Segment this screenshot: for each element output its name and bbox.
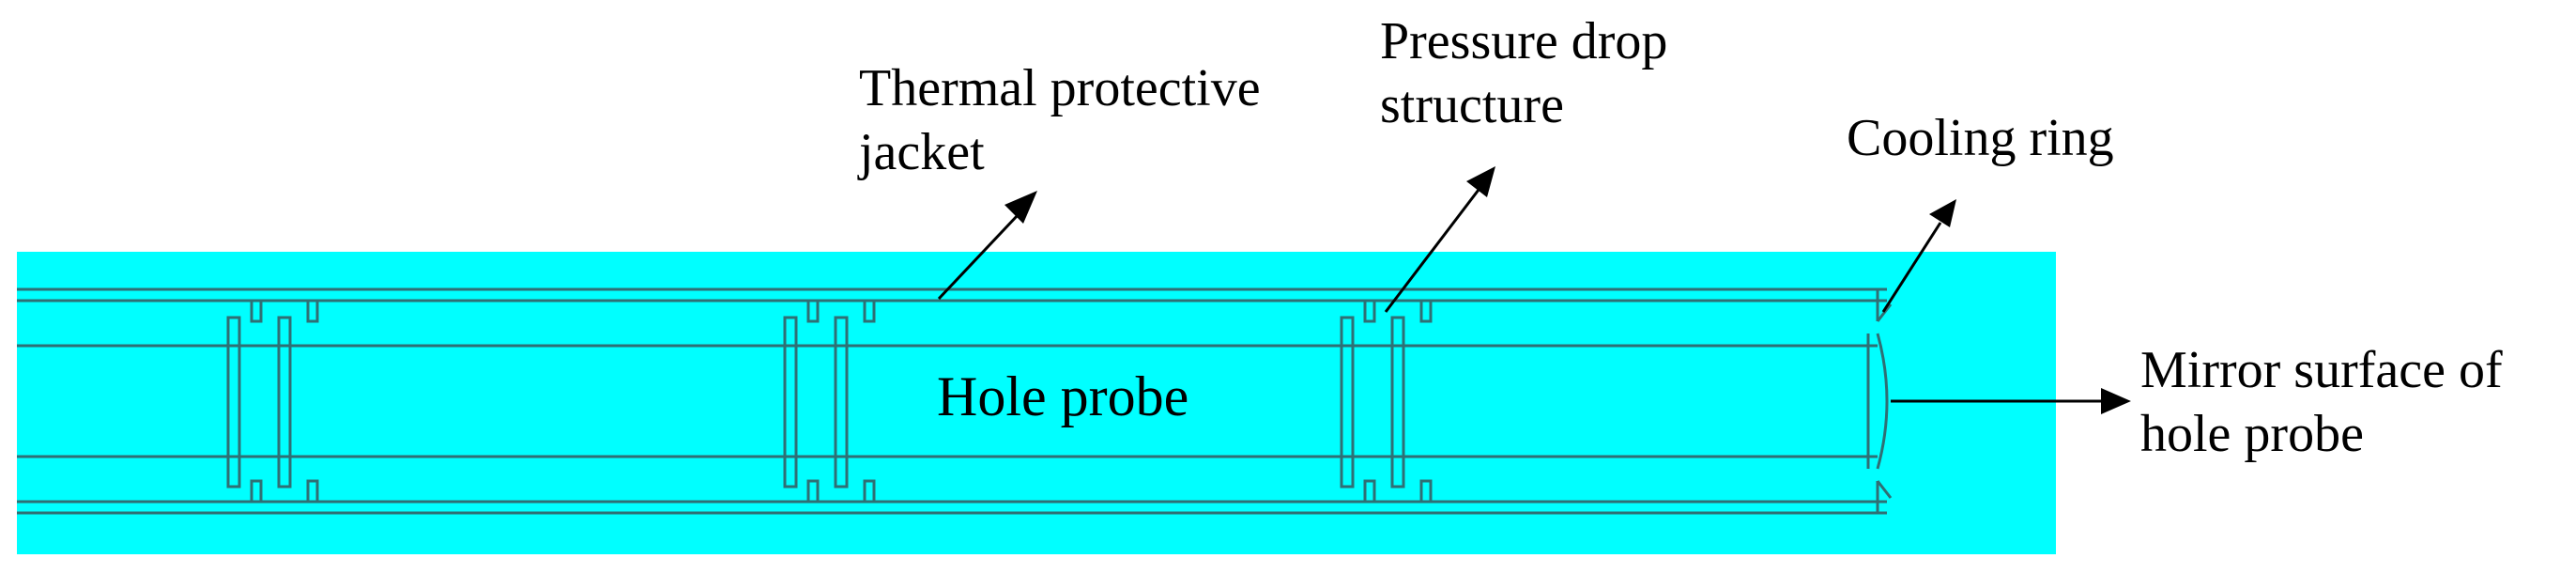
cooling-ring-top-slant xyxy=(1876,303,1893,322)
label-pressure-drop-line2: structure xyxy=(1380,76,1564,134)
arrowhead-cooling-ring xyxy=(1929,199,1956,227)
notch-1-bot-b xyxy=(306,479,319,504)
arrowhead-mirror-surface xyxy=(2101,388,2131,414)
notch-3-bot-b xyxy=(1419,479,1433,504)
label-hole-probe: Hole probe xyxy=(937,365,1188,427)
probe-structure xyxy=(17,287,1893,515)
leader-pressure-drop xyxy=(1384,166,1495,313)
notch-1-top-a xyxy=(250,299,263,323)
baffle-1b xyxy=(277,316,292,489)
notch-2-top-a xyxy=(806,299,820,323)
leader-mirror-surface xyxy=(1891,388,2131,414)
label-mirror-line2: hole probe xyxy=(2140,405,2364,463)
baffle-1a xyxy=(226,316,241,489)
cyan-body xyxy=(17,252,2056,554)
notch-1-top-b xyxy=(306,299,319,323)
notch-3-top-a xyxy=(1363,299,1376,323)
mirror-surface xyxy=(1876,333,1889,470)
label-pressure-drop-line1: Pressure drop xyxy=(1380,12,1667,70)
cooling-ring-bottom-slant xyxy=(1876,480,1893,499)
label-cooling-ring: Cooling ring xyxy=(1847,109,2114,167)
pressure-drop-group-2 xyxy=(783,299,876,504)
label-thermal-jacket-line2: jacket xyxy=(857,123,985,181)
baffle-3b xyxy=(1390,316,1405,489)
cooling-ring xyxy=(1876,289,1893,513)
pressure-drop-group-3 xyxy=(1340,299,1433,504)
notch-2-bot-a xyxy=(806,479,820,504)
arrowhead-pressure-drop xyxy=(1466,166,1495,197)
notch-1-bot-a xyxy=(250,479,263,504)
baffle-3a xyxy=(1340,316,1355,489)
baffle-2b xyxy=(834,316,849,489)
notch-3-bot-a xyxy=(1363,479,1376,504)
pressure-drop-group-1 xyxy=(226,299,319,504)
label-thermal-jacket-line1: Thermal protective xyxy=(859,59,1261,117)
label-mirror-line1: Mirror surface of xyxy=(2140,341,2503,399)
notch-2-top-b xyxy=(863,299,876,323)
leader-thermal-jacket xyxy=(937,191,1037,301)
leader-cooling-ring xyxy=(1881,199,1956,313)
baffle-2a xyxy=(783,316,798,489)
notch-2-bot-b xyxy=(863,479,876,504)
notch-3-top-b xyxy=(1419,299,1433,323)
arrowhead-thermal-jacket xyxy=(1004,191,1037,224)
